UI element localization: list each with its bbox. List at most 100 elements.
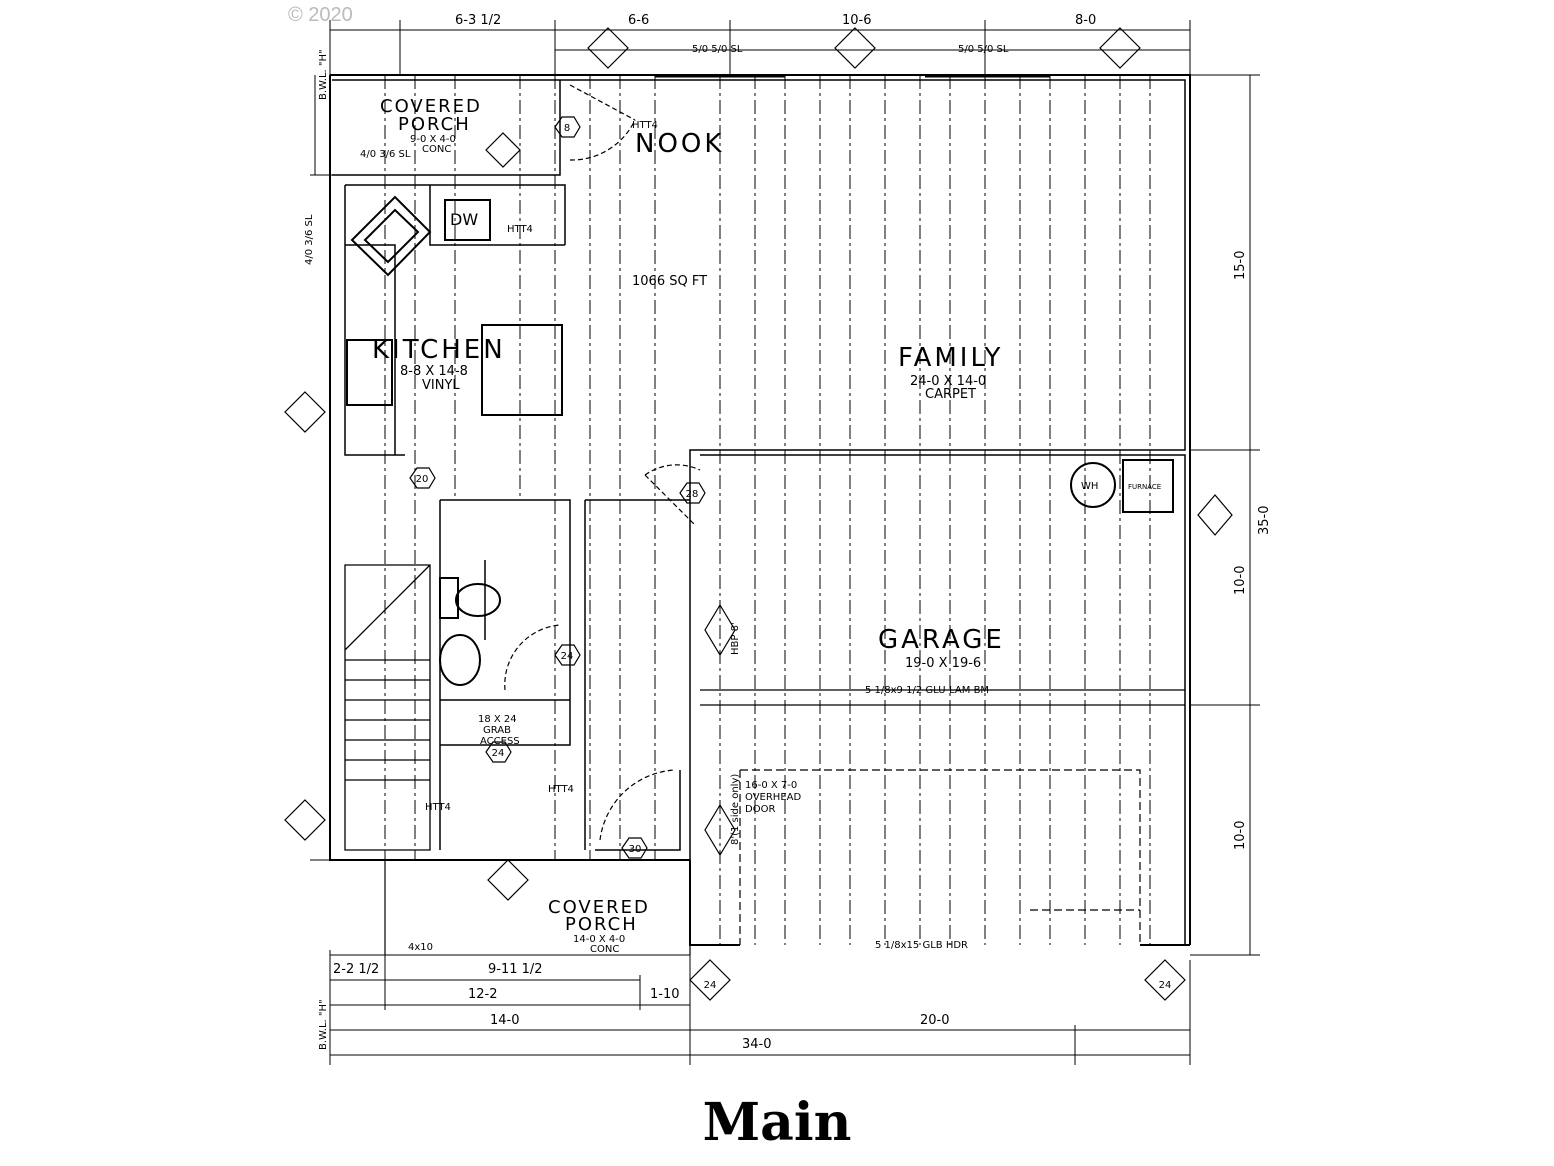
dim-top-1: 6-3 1/2 (455, 13, 501, 28)
one-side-note: 8'(1 side only) (730, 774, 741, 845)
tag-g-right (1144, 959, 1186, 1001)
toilet (455, 583, 501, 617)
floor-plan: 8 24 20 28 30 24 24 24 NOOK FAMILY 24-0 … (284, 13, 1272, 1065)
hall-wall (584, 499, 690, 851)
door-swing-bath (504, 624, 561, 691)
tag-window-4 (485, 132, 521, 168)
dim-right-4: 10-0 (1233, 820, 1248, 850)
tag-window-3 (1099, 27, 1141, 69)
kitchen-counter (344, 184, 566, 456)
grab-note-3: ACCESS (480, 736, 520, 747)
window-note-1: 5/0 5/0 SL (692, 44, 743, 55)
dim-line-left (310, 75, 335, 861)
dim-bottom-5: 14-0 (490, 1013, 520, 1028)
dim-right-2: 35-0 (1257, 505, 1272, 535)
dim-top-4: 8-0 (1075, 13, 1096, 28)
tag-g-left (689, 959, 731, 1001)
glulam-note: 5 1/8x9 1/2 GLU-LAM BM (865, 685, 989, 696)
htt4-label-3: HTT4 (548, 784, 574, 795)
tag-garage-right (1197, 494, 1233, 536)
dim-bottom-4: 1-10 (650, 987, 680, 1002)
dim-top-2: 6-6 (628, 13, 649, 28)
porch-bottom-mat: CONC (590, 944, 619, 955)
dim-bottom-3: 12-2 (468, 987, 498, 1002)
grab-note-2: GRAB (483, 725, 511, 736)
dim-bottom-7: 34-0 (742, 1037, 772, 1052)
porch-bottom-wall (384, 860, 691, 955)
water-heater (1070, 462, 1116, 508)
tag-door-f (485, 741, 512, 763)
furnace (1122, 459, 1174, 513)
window-note-2: 5/0 5/0 SL (958, 44, 1009, 55)
door-swing-garage (644, 464, 701, 526)
copyright-mark: © 2020 (288, 4, 353, 26)
tag-hbp-2 (704, 803, 736, 857)
dim-top-3: 10-6 (842, 13, 872, 28)
tag-label-c: 20 (416, 474, 429, 485)
htt4-label-4: HTT4 (425, 802, 451, 813)
htt4-label-2: HTT4 (507, 224, 533, 235)
tag-label-a: 8 (564, 123, 570, 134)
tag-door-d (679, 482, 706, 504)
kitchen-island (481, 324, 563, 416)
sink (350, 195, 432, 277)
overhead-door (739, 769, 1141, 945)
dim-bottom-2: 9-11 1/2 (488, 962, 543, 977)
tag-hbp-1 (704, 603, 736, 657)
bath-wall (439, 499, 571, 850)
dim-right-3: 10-0 (1233, 565, 1248, 595)
room-label-kitchen: KITCHEN (372, 335, 506, 365)
room-label-garage: GARAGE (878, 625, 1005, 655)
porch-top-label-2: PORCH (398, 114, 471, 135)
tag-door-b (554, 644, 581, 666)
grab-note-1: 18 X 24 (478, 714, 517, 725)
tag-window-5 (284, 391, 326, 433)
room-size-kitchen: 8-8 X 14-8 (400, 364, 468, 379)
water-heater-label: WH (1081, 481, 1098, 492)
tag-label-g: 24 (704, 980, 717, 991)
porch-top-size: 9-0 X 4-0 (410, 134, 456, 145)
door-swing-front (599, 769, 676, 841)
porch-top-label: COVERED (380, 96, 482, 117)
tag-window-2 (834, 27, 876, 69)
dishwasher-label: DW (450, 210, 478, 229)
garage-wall (700, 454, 1186, 945)
dim-line-top (329, 20, 1191, 75)
bath-sink (439, 634, 481, 686)
porch-top-mat: CONC (422, 144, 451, 155)
tag-door-a (554, 116, 581, 138)
kitchen-range (346, 339, 393, 406)
tag-label-b: 24 (561, 651, 574, 662)
joist-lines (384, 75, 1151, 945)
glb-note: 5 1/8x15 GLB HDR (875, 940, 968, 951)
overhead-note-2: OVERHEAD (745, 792, 801, 803)
door-swing-nook (569, 84, 636, 161)
tag-label-g2: 24 (1159, 980, 1172, 991)
floor-caption: Main (702, 1092, 852, 1153)
window-note-kitchen: 4/0 3/6 SL (304, 214, 315, 265)
tag-label-d: 28 (686, 489, 699, 500)
overhead-note-1: 16-0 X 7-0 (745, 780, 797, 791)
htt4-label-1: HTT4 (632, 120, 658, 131)
door-note: 4x10 (408, 942, 433, 953)
dim-bottom-1: 2-2 1/2 (333, 962, 379, 977)
garage-door-header (700, 689, 1185, 706)
room-label-nook: NOOK (635, 129, 724, 159)
room-size-family: 24-0 X 14-0 (910, 374, 986, 389)
furnace-label: FURNACE (1128, 483, 1161, 491)
tag-label-e: 30 (629, 844, 642, 855)
tag-door-c (409, 467, 436, 489)
toilet-tank (439, 577, 459, 619)
porch-bottom-size: 14-0 X 4-0 (573, 934, 625, 945)
overhead-note-3: DOOR (745, 804, 775, 815)
dim-line-right (1190, 74, 1260, 956)
bwl-top: B.W.L. "H" (318, 49, 329, 100)
hbp-note: HBP 8' (730, 622, 741, 655)
dim-right-1: 15-0 (1233, 250, 1248, 280)
stairs (344, 564, 431, 851)
bwl-bottom: B.W.L. "H" (318, 999, 329, 1050)
porch-bottom-label: COVERED (548, 897, 650, 918)
area-note: 1066 SQ FT (632, 274, 707, 289)
porch-top-wall (332, 80, 561, 176)
dim-bottom-6: 20-0 (920, 1013, 950, 1028)
